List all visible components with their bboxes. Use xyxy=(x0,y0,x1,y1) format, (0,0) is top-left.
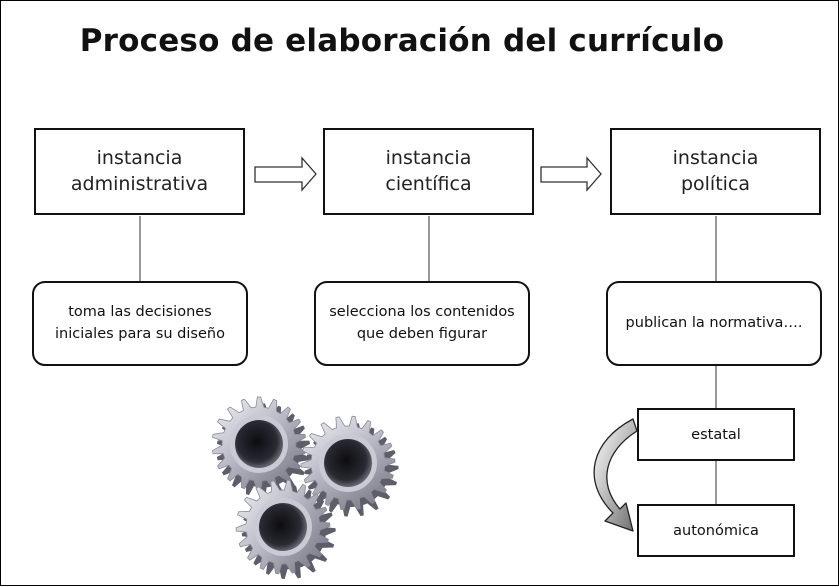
instance-box-administrativa: instancia administrativa xyxy=(34,128,245,215)
gear-icon xyxy=(300,415,399,517)
description-box-administrativa: toma las decisiones iniciales para su di… xyxy=(32,281,248,366)
instance-box-politica: instancia política xyxy=(610,128,821,215)
page-title: Proceso de elaboración del currículo xyxy=(79,23,725,59)
description-box-cientifica: selecciona los contenidos que deben figu… xyxy=(314,281,530,366)
level-box-autonomica: autonómica xyxy=(637,504,795,557)
curved-down-arrow-icon xyxy=(593,418,638,532)
gear-icon xyxy=(212,396,311,498)
hollow-right-arrow-icon xyxy=(254,156,317,192)
instance-box-cientifica: instancia científica xyxy=(323,128,534,215)
hollow-right-arrow-icon xyxy=(540,156,602,192)
level-box-estatal: estatal xyxy=(637,408,795,461)
gear-icon xyxy=(235,479,336,580)
gears-icon xyxy=(212,396,399,580)
description-box-politica: publican la normativa…. xyxy=(606,281,822,366)
